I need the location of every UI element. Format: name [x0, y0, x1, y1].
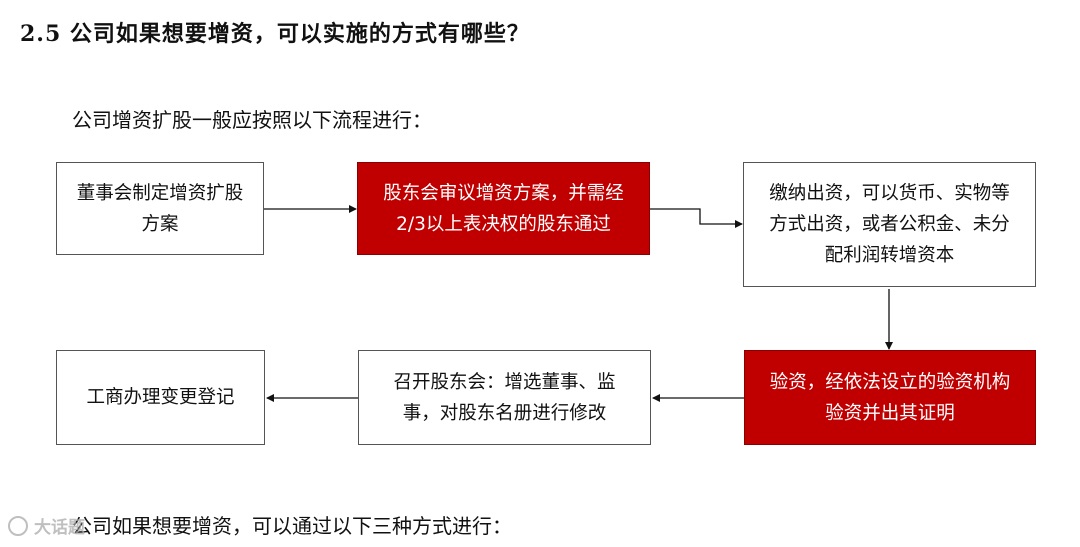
flow-step-line: 董事会制定增资扩股	[76, 182, 244, 204]
flow-step-line: 召开股东会：增选董事、监	[393, 371, 616, 393]
footer-text: 公司如果想要增资，可以通过以下三种方式进行：	[72, 514, 512, 538]
watermark-text: 大话题	[34, 518, 85, 538]
flow-step-line: 验资，经依法设立的验资机构	[769, 371, 1011, 393]
flow-step-line: 方式出资，或者公积金、未分	[769, 214, 1010, 235]
flow-step-text: 股东会审议增资方案，并需经 2/3以上表决权的股东通过	[383, 178, 624, 240]
flow-step-line: 工商办理变更登记	[86, 387, 235, 408]
flow-step-line: 方案	[141, 213, 179, 235]
flow-step-line: 事，对股东名册进行修改	[402, 402, 607, 424]
flow-step-line: 2/3以上表决权的股东通过	[396, 213, 611, 235]
watermark-logo-icon	[8, 515, 28, 536]
watermark: 大话题	[8, 513, 85, 538]
flow-step-line: 验资并出其证明	[825, 402, 955, 424]
flow-step-line: 缴纳出资，可以货币、实物等	[769, 183, 1010, 204]
flow-step-capital-contribution: 缴纳出资，可以货币、实物等 方式出资，或者公积金、未分 配利润转增资本	[743, 162, 1036, 287]
flow-step-text: 董事会制定增资扩股 方案	[77, 178, 244, 240]
section-heading: 2.5 公司如果想要增资，可以实施的方式有哪些？	[20, 21, 530, 47]
flow-step-line: 股东会审议增资方案，并需经	[383, 182, 624, 204]
flow-step-line: 配利润转增资本	[824, 245, 955, 266]
flow-step-capital-verification: 验资，经依法设立的验资机构 验资并出其证明	[744, 350, 1036, 445]
flow-step-shareholder-meeting: 召开股东会：增选董事、监 事，对股东名册进行修改	[358, 350, 651, 445]
flow-step-text: 工商办理变更登记	[86, 382, 234, 413]
flow-step-board-plan: 董事会制定增资扩股 方案	[56, 162, 264, 255]
flow-step-text: 验资，经依法设立的验资机构 验资并出其证明	[770, 367, 1011, 429]
intro-text: 公司增资扩股一般应按照以下流程进行：	[72, 108, 432, 132]
flow-step-registration-change: 工商办理变更登记	[56, 350, 265, 445]
flow-step-shareholder-approval: 股东会审议增资方案，并需经 2/3以上表决权的股东通过	[357, 162, 650, 255]
flow-step-text: 缴纳出资，可以货币、实物等 方式出资，或者公积金、未分 配利润转增资本	[769, 178, 1010, 271]
flow-step-text: 召开股东会：增选董事、监 事，对股东名册进行修改	[393, 367, 615, 429]
arrow-step2-to-step3	[650, 208, 743, 228]
